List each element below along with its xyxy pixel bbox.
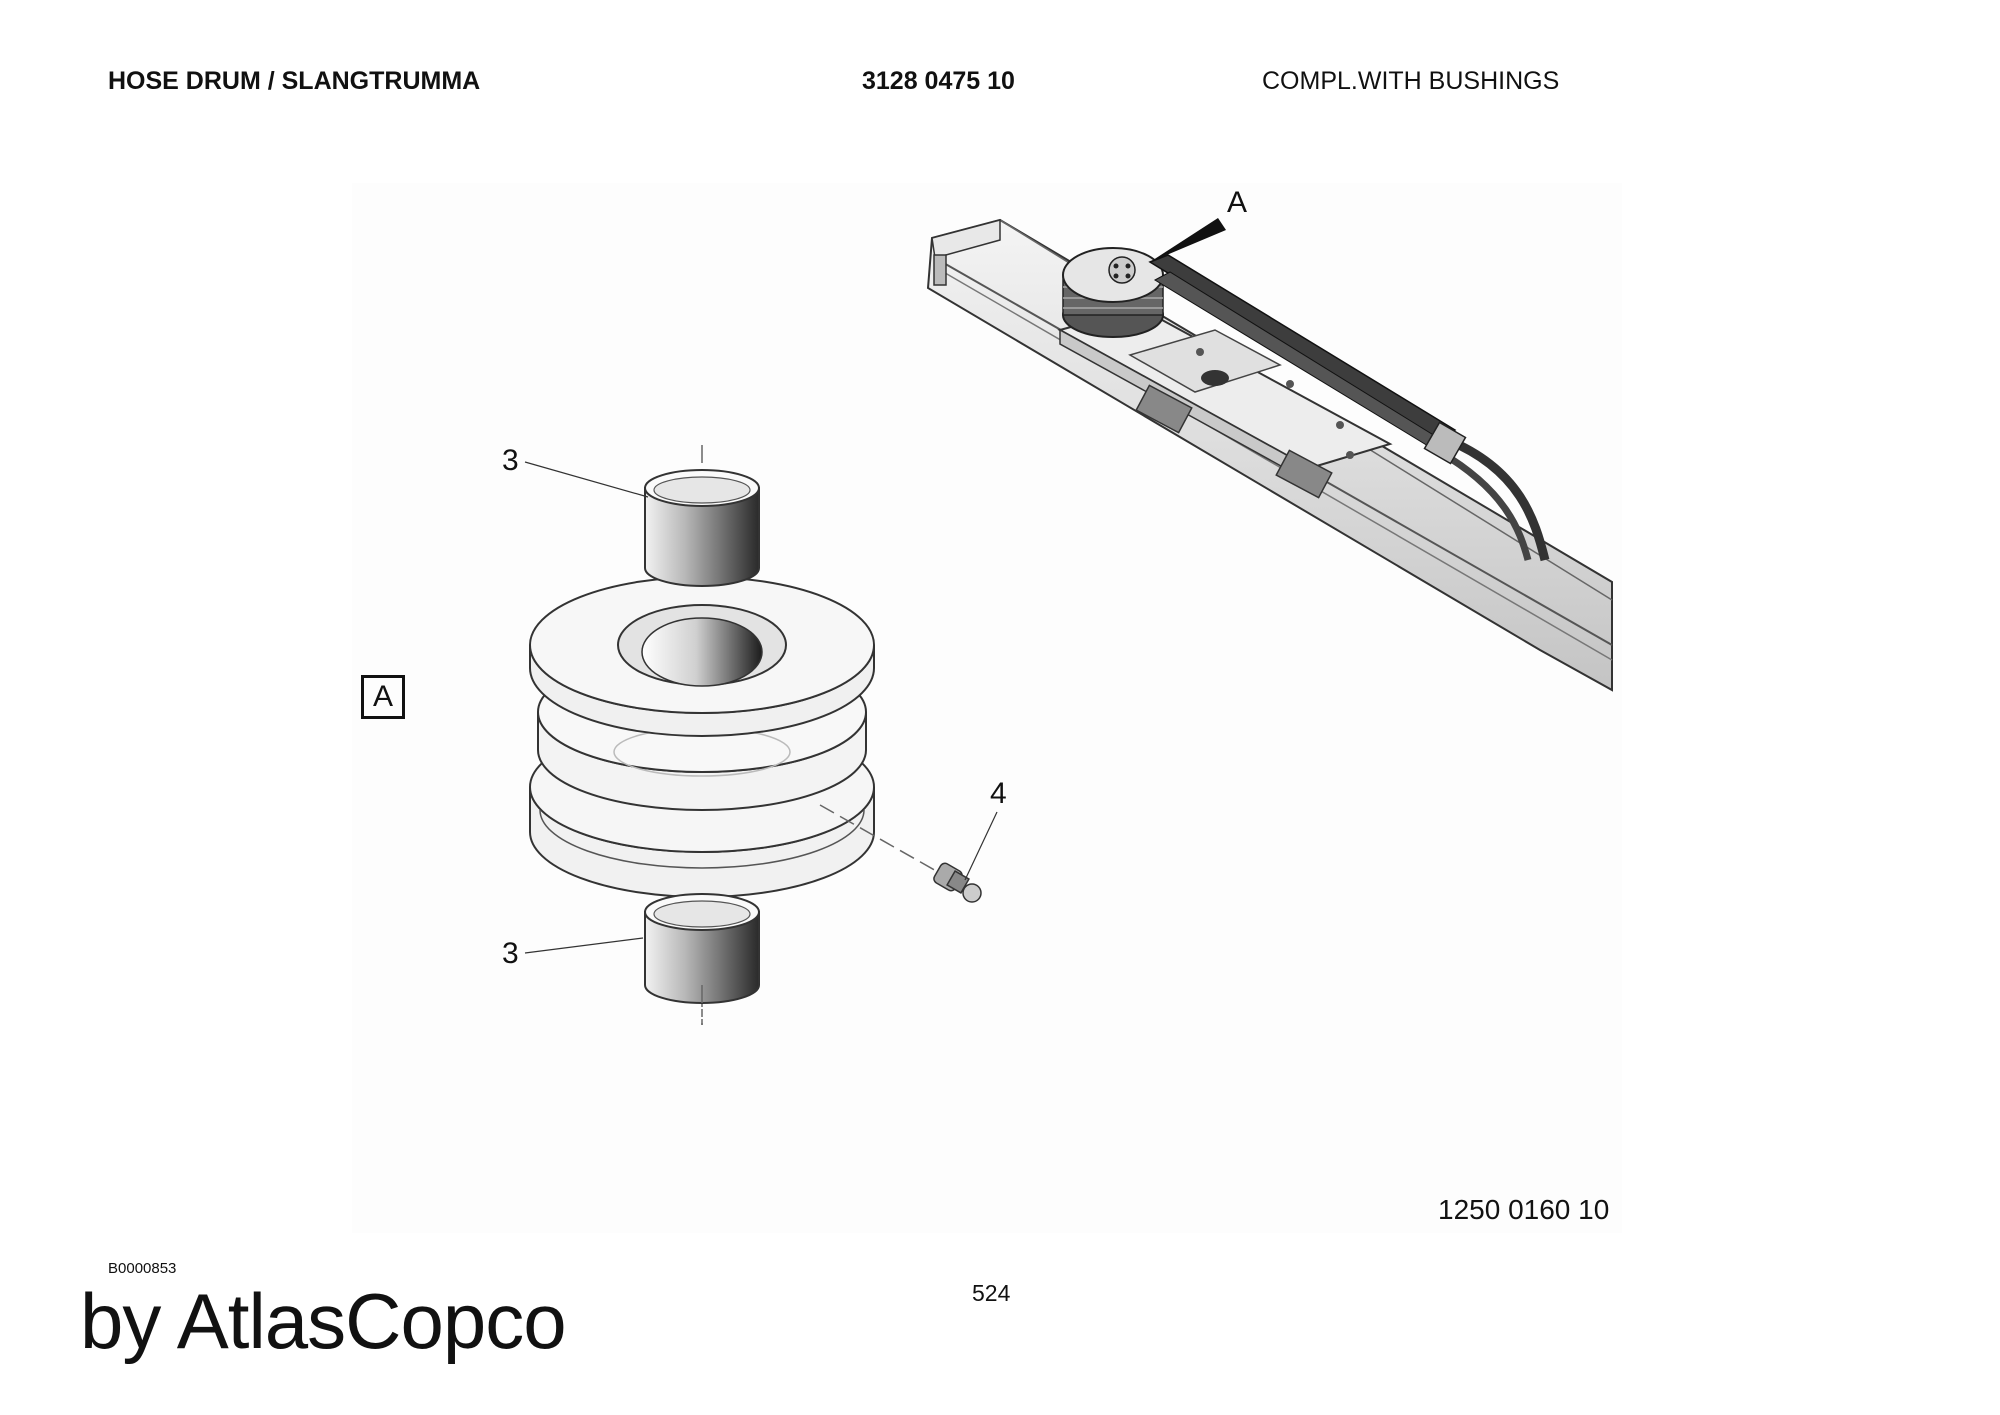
bottom-bushing [644,911,760,1004]
part-description: COMPL.WITH BUSHINGS [1262,67,1560,95]
document-code: B0000853 [108,1260,177,1277]
document-title: HOSE DRUM / SLANGTRUMMA [108,67,481,95]
leader-line-grease-nipple [964,811,998,881]
leader-line-top-bushing [524,461,649,498]
grease-nipple [933,862,982,903]
top-bushing [644,487,760,587]
part-number: 3128 0475 10 [862,67,1015,95]
center-bore [641,617,763,687]
hose-drum-exploded-view [524,445,998,1025]
page-number: 524 [972,1280,1011,1306]
leader-line-bottom-bushing [524,937,644,954]
detail-pointer-label: A [1227,186,1248,219]
boom-assembly-overview [926,218,1613,692]
view-label-box: A [361,675,405,719]
callout-bottom-bushing: 3 [502,937,519,970]
detail-pointer-arrow [1150,218,1226,262]
callout-top-bushing: 3 [502,444,519,477]
drawing-number: 1250 0160 10 [1438,1194,1610,1225]
callout-grease-nipple: 4 [990,777,1007,810]
brand-logo-text: by AtlasCopco [80,1277,567,1365]
